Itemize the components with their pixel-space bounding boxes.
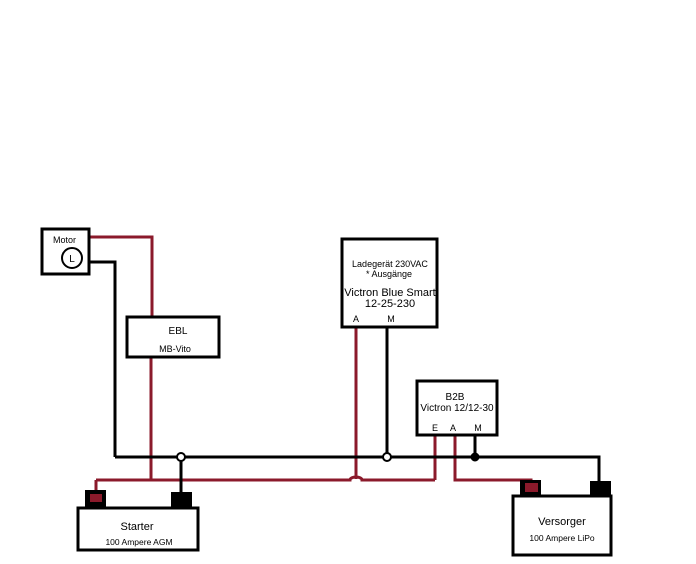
- charger-line2: * Ausgänge: [366, 269, 412, 279]
- b2b-box: B2B Victron 12/12-30 E A M: [415, 379, 499, 437]
- positive-wires: [90, 235, 533, 492]
- versorger-subtitle: 100 Ampere LiPo: [529, 533, 594, 543]
- ebl-box: EBL MB-Vito: [125, 315, 221, 359]
- wire-motor-ground: [84, 260, 117, 457]
- starter-battery: Starter 100 Ampere AGM: [76, 490, 200, 552]
- junction-dot: [382, 452, 392, 462]
- charger-terminal-a: A: [353, 314, 359, 324]
- ground-bus: [115, 455, 601, 482]
- b2b-line2: Victron 12/12-30: [420, 403, 494, 414]
- charger-terminal-m: M: [387, 314, 395, 324]
- b2b-line1: B2B: [446, 392, 465, 403]
- motor-symbol-circle: [61, 247, 83, 269]
- charger-box: Ladegerät 230VAC * Ausgänge Victron Blue…: [340, 237, 439, 329]
- charger-line1: Ladegerät 230VAC: [352, 259, 428, 269]
- motor-box: Motor L: [40, 227, 91, 276]
- b2b-terminal-e: E: [432, 423, 438, 433]
- starter-minus-terminal: [171, 492, 192, 508]
- ground-wires: [84, 260, 601, 492]
- ebl-subtitle: MB-Vito: [159, 344, 191, 354]
- versorger-battery: Versorger 100 Ampere LiPo: [511, 480, 613, 557]
- positive-bus: [96, 475, 435, 482]
- b2b-terminal-a: A: [450, 423, 456, 433]
- wire-b2b-a-to-versorger: [453, 435, 533, 486]
- junction-dot: [176, 452, 186, 462]
- versorger-title: Versorger: [538, 516, 586, 528]
- starter-title: Starter: [120, 521, 153, 533]
- wire-motor-to-ebl: [90, 235, 154, 316]
- charger-line4: 12-25-230: [365, 298, 415, 310]
- ebl-title: EBL: [169, 326, 188, 337]
- charger-line3: Victron Blue Smart: [344, 287, 436, 299]
- motor-title: Motor: [53, 235, 76, 245]
- junction-dot: [470, 452, 480, 462]
- starter-subtitle: 100 Ampere AGM: [105, 537, 172, 547]
- b2b-terminal-m: M: [474, 423, 482, 433]
- versorger-minus-terminal: [590, 481, 611, 496]
- motor-symbol: L: [69, 254, 75, 265]
